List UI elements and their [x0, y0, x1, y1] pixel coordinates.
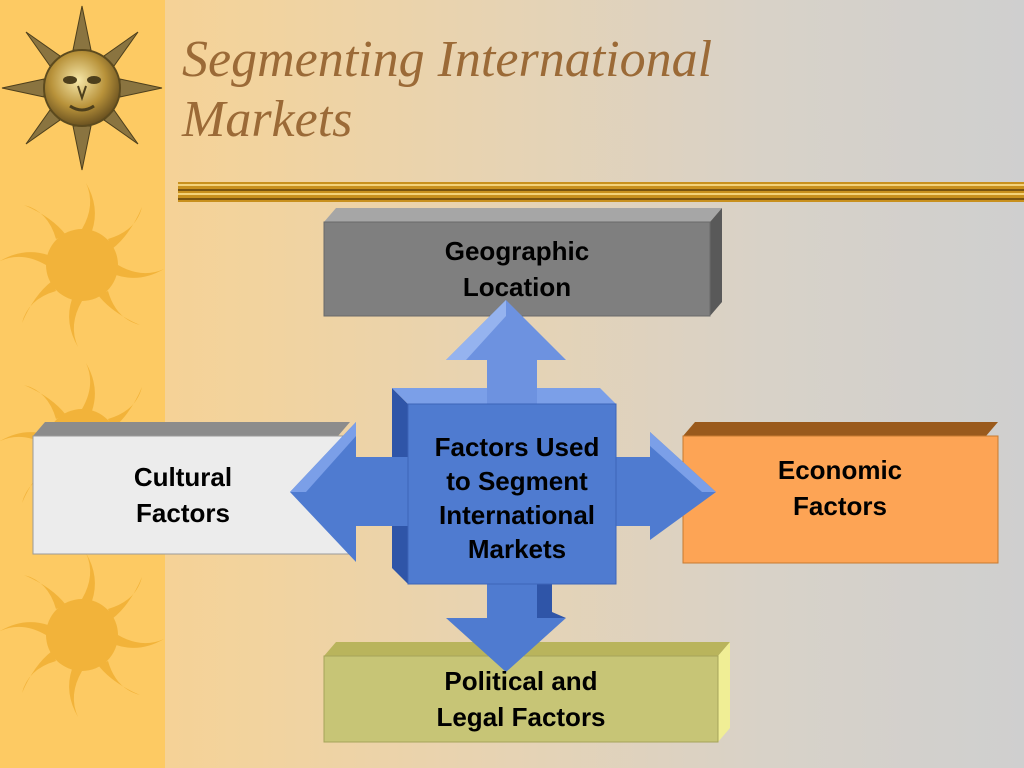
right-factor-line-2: Factors: [793, 491, 887, 521]
bottom-factor-line-2: Legal Factors: [436, 702, 606, 732]
left-factor-line-1: Cultural: [133, 462, 233, 492]
top-factor-label: Geographic Location: [324, 222, 710, 316]
sun-icon: [0, 553, 164, 717]
bottom-factor-box: [323, 642, 730, 743]
sun-face-icon: [1, 5, 163, 171]
center-line-3: International: [438, 500, 595, 530]
bottom-factor-label: Political and Legal Factors: [324, 656, 718, 742]
right-factor-label: Economic Factors: [700, 436, 980, 540]
left-factor-label: Cultural Factors: [33, 436, 333, 554]
center-line-1: Factors Used: [434, 432, 600, 462]
center-factor-label: Factors Used to Segment International Ma…: [404, 430, 630, 566]
slide-title-line-2: Markets: [182, 91, 353, 148]
slide-title: Segmenting International Markets: [182, 30, 1002, 150]
title-divider: [178, 182, 1024, 202]
decorative-sidebar: [0, 0, 165, 768]
center-line-2: to Segment: [446, 466, 588, 496]
sun-icon: [0, 183, 164, 347]
right-factor-box: [682, 422, 999, 564]
center-line-4: Markets: [467, 534, 567, 564]
center-cross-arrows: [290, 300, 716, 672]
right-factor-line-1: Economic: [777, 455, 903, 485]
top-factor-line-1: Geographic: [444, 236, 590, 266]
bottom-factor-line-1: Political and: [444, 666, 598, 696]
top-factor-box: [323, 208, 722, 317]
sun-decorations: [0, 5, 164, 717]
left-factor-line-2: Factors: [136, 498, 230, 528]
slide-title-line-1: Segmenting International: [182, 31, 713, 88]
top-factor-line-2: Location: [462, 272, 572, 302]
